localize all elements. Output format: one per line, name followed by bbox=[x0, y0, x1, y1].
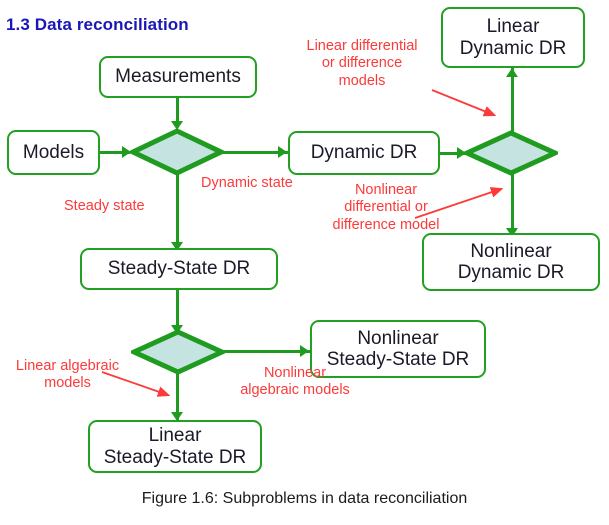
figure-caption: Figure 1.6: Subproblems in data reconcil… bbox=[141, 490, 468, 507]
arrowhead-measurements-to-decision bbox=[171, 121, 183, 130]
connector-steady-state-dr-to-decision bbox=[176, 290, 179, 334]
connector-measurements-to-decision bbox=[176, 97, 179, 127]
node-nonlinear-steady-state-dr-line2: Steady-State DR bbox=[326, 349, 470, 370]
node-dynamic-dr-label: Dynamic DR bbox=[310, 142, 418, 164]
edge-label-dynamic-state: Dynamic state bbox=[201, 175, 293, 191]
node-dynamic-dr[interactable]: Dynamic DR bbox=[288, 131, 440, 175]
connector-decision-to-steady-state-dr bbox=[176, 172, 179, 250]
node-linear-steady-state-dr[interactable]: Linear Steady-State DR bbox=[88, 420, 262, 473]
arrowhead-decision-to-linear-ss-dr bbox=[171, 412, 183, 421]
arrowhead-decision-to-linear-dynamic-dr bbox=[506, 68, 518, 77]
arrowhead-decision-to-steady-state-dr bbox=[171, 242, 183, 251]
decision-dynamic-diamond[interactable] bbox=[464, 130, 558, 176]
node-linear-steady-state-dr-line2: Steady-State DR bbox=[103, 446, 247, 468]
decision-state-diamond[interactable] bbox=[130, 128, 224, 176]
node-measurements[interactable]: Measurements bbox=[99, 56, 257, 98]
node-linear-steady-state-dr-line1: Linear bbox=[148, 425, 202, 447]
arrowhead-decision-to-nonlinear-dynamic-dr bbox=[506, 228, 518, 237]
decision-steady-diamond[interactable] bbox=[131, 329, 225, 375]
node-models-label: Models bbox=[22, 141, 85, 163]
pointer-arrow-linear-algebraic bbox=[100, 370, 180, 406]
arrowhead-decision-to-nonlinear-ss-dr bbox=[300, 345, 309, 357]
pointer-arrow-nonlinear-differential bbox=[413, 185, 513, 225]
node-nonlinear-steady-state-dr-line1: Nonlinear bbox=[357, 327, 439, 349]
node-steady-state-dr-label: Steady-State DR bbox=[107, 258, 251, 280]
connector-decision-to-linear-dynamic-dr bbox=[511, 68, 514, 134]
page-title: 1.3 Data reconciliation bbox=[6, 15, 189, 34]
edge-label-linear-differential: Linear differential or difference models bbox=[306, 38, 418, 89]
arrowhead-steady-state-dr-to-decision bbox=[171, 325, 183, 334]
connector-models-to-decision bbox=[100, 151, 130, 154]
edge-label-steady-state: Steady state bbox=[64, 198, 145, 214]
connector-decision-to-dynamic-dr bbox=[222, 151, 289, 154]
node-measurements-label: Measurements bbox=[115, 66, 241, 88]
connector-decision-to-nonlinear-dynamic-dr bbox=[511, 172, 514, 237]
node-linear-dynamic-dr-line1: Linear bbox=[486, 16, 540, 38]
connector-decision-to-nonlinear-ss-dr bbox=[224, 350, 310, 353]
arrowhead-dynamic-dr-to-decision bbox=[457, 147, 466, 159]
node-nonlinear-dynamic-dr-line1: Nonlinear bbox=[470, 240, 552, 262]
pointer-arrow-linear-differential bbox=[430, 88, 510, 124]
arrowhead-models-to-decision bbox=[122, 146, 131, 158]
node-nonlinear-dynamic-dr[interactable]: Nonlinear Dynamic DR bbox=[422, 233, 600, 291]
connector-decision-to-linear-ss-dr bbox=[176, 371, 179, 422]
node-nonlinear-dynamic-dr-line2: Dynamic DR bbox=[457, 262, 565, 283]
node-linear-dynamic-dr[interactable]: Linear Dynamic DR bbox=[441, 7, 585, 68]
node-models[interactable]: Models bbox=[7, 130, 100, 175]
edge-label-nonlinear-differential: Nonlinear differential or difference mod… bbox=[332, 182, 440, 233]
node-linear-dynamic-dr-line2: Dynamic DR bbox=[459, 37, 567, 59]
edge-label-nonlinear-algebraic: Nonlinear algebraic models bbox=[240, 365, 350, 399]
arrowhead-decision-to-dynamic-dr bbox=[278, 146, 287, 158]
node-steady-state-dr[interactable]: Steady-State DR bbox=[80, 248, 278, 290]
node-nonlinear-steady-state-dr[interactable]: Nonlinear Steady-State DR bbox=[310, 320, 486, 378]
edge-label-linear-algebraic: Linear algebraic models bbox=[15, 358, 120, 392]
connector-dynamic-dr-to-decision bbox=[440, 152, 466, 155]
